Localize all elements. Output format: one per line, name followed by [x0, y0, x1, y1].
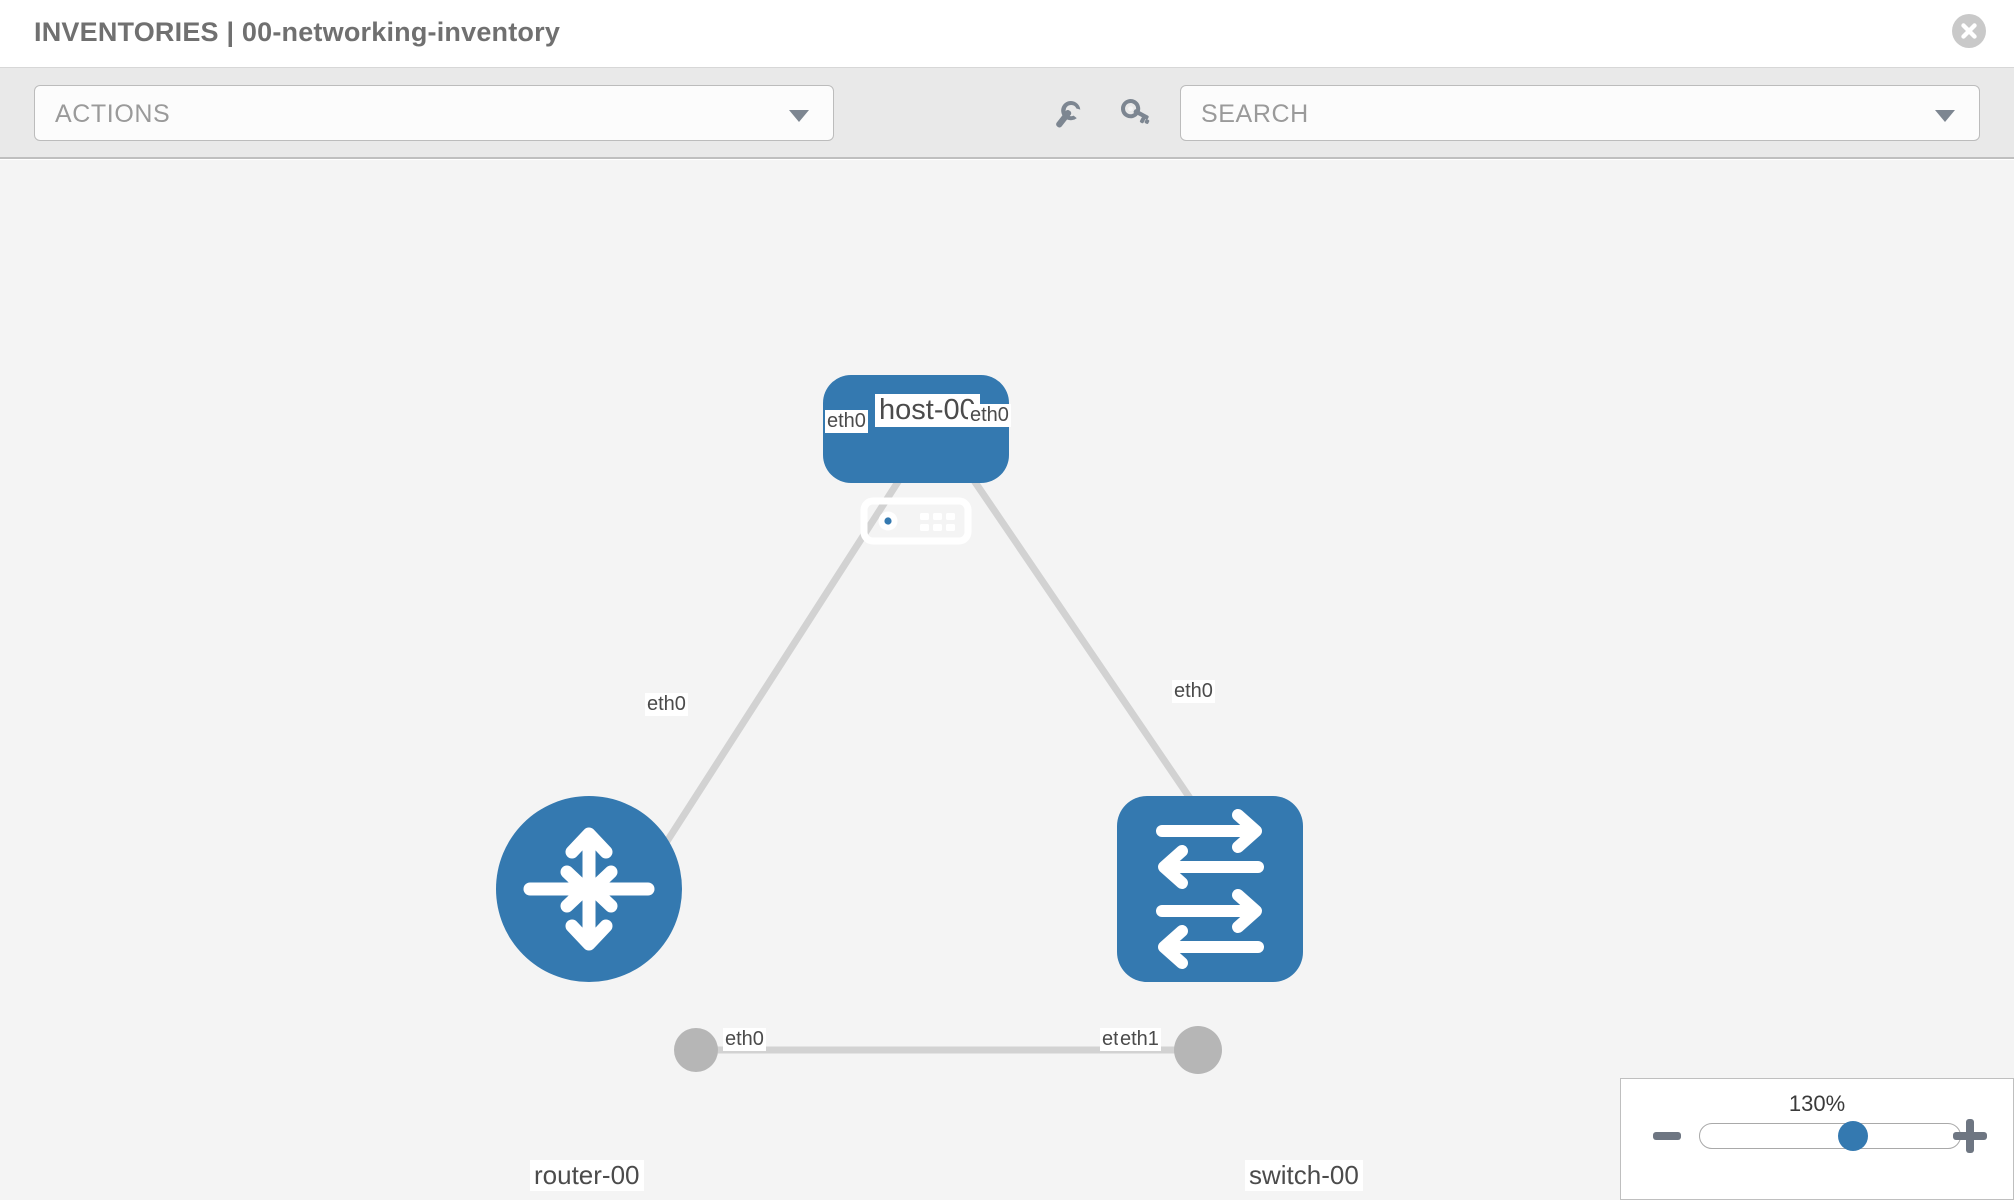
- key-icon[interactable]: [1117, 98, 1151, 132]
- page-title: INVENTORIES | 00-networking-inventory: [34, 17, 561, 47]
- plus-icon[interactable]: [1953, 1119, 1987, 1153]
- toolbar: ACTIONS: [0, 68, 2014, 159]
- link-host-switch: [956, 456, 1236, 864]
- page-header: INVENTORIES | 00-networking-inventory: [0, 0, 2014, 68]
- actions-dropdown[interactable]: ACTIONS: [34, 85, 834, 141]
- chevron-down-icon: [789, 110, 809, 122]
- close-icon[interactable]: [1952, 14, 1986, 48]
- iface-label-host-left: eth0: [825, 410, 868, 433]
- connector-router-right: [674, 1028, 718, 1072]
- zoom-level-value: 130%: [1788, 1091, 1846, 1116]
- iface-label-router-right: eth0: [723, 1028, 766, 1051]
- node-switch-00[interactable]: [1117, 796, 1303, 982]
- actions-dropdown-label: ACTIONS: [55, 100, 171, 128]
- iface-label-host-right: eth0: [968, 404, 1011, 427]
- iface-label-switch-up: eth0: [1172, 680, 1215, 703]
- node-label-switch-00: switch-00: [1245, 1160, 1363, 1191]
- search-placeholder: SEARCH: [1201, 100, 1309, 128]
- search-input[interactable]: SEARCH: [1180, 85, 1980, 141]
- node-label-host-00: host-00: [875, 394, 980, 427]
- wrench-icon[interactable]: [1050, 98, 1084, 132]
- topology-canvas[interactable]: host-00 router-00 switch-00 eth0 eth0 et…: [0, 160, 2014, 1200]
- node-router-00[interactable]: [496, 796, 682, 982]
- connector-switch-left: [1174, 1026, 1222, 1074]
- zoom-slider-thumb[interactable]: [1838, 1121, 1869, 1151]
- topology-graph: [496, 375, 1303, 1074]
- iface-label-router-up: eth0: [645, 693, 688, 716]
- node-label-router-00: router-00: [530, 1160, 644, 1191]
- zoom-control-panel: 130%: [1620, 1078, 2014, 1200]
- link-host-router: [651, 456, 916, 864]
- iface-label-switch-left: eth1: [1118, 1028, 1161, 1051]
- minus-icon[interactable]: [1653, 1132, 1681, 1140]
- chevron-down-icon[interactable]: [1935, 110, 1955, 122]
- zoom-slider-track[interactable]: [1699, 1123, 1961, 1149]
